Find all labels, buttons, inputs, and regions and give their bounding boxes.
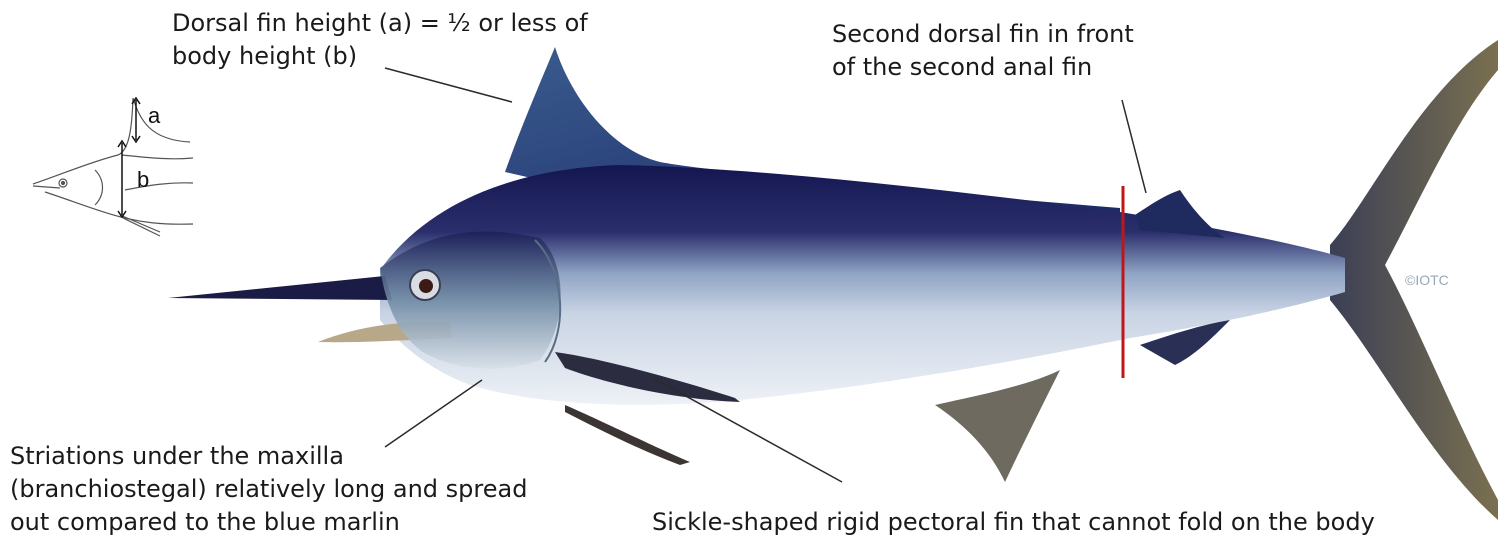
first-anal-fin [935, 370, 1060, 482]
bill [168, 276, 392, 300]
head [380, 232, 561, 369]
striations-label-line1: Striations under the maxilla [10, 440, 527, 473]
leader-second-dorsal [1122, 100, 1146, 193]
copyright-mark: ©IOTC [1405, 272, 1449, 288]
dorsal-fin-label-line2: body height (b) [172, 40, 588, 73]
inset-measure-arrows [118, 98, 140, 217]
second-dorsal-label-line2: of the second anal fin [832, 51, 1134, 84]
striations-label-line3: out compared to the blue marlin [10, 506, 527, 539]
leader-dorsal [385, 68, 512, 102]
inset-letter-b: b [137, 167, 149, 193]
dorsal-fin-label: Dorsal fin height (a) = ½ or less of bod… [172, 7, 588, 73]
inset-head-sketch [33, 98, 193, 236]
inset-letter-a: a [148, 103, 160, 129]
eye-pupil [419, 279, 433, 293]
second-dorsal-label-line1: Second dorsal fin in front [832, 18, 1134, 51]
dorsal-fin-label-line1: Dorsal fin height (a) = ½ or less of [172, 7, 588, 40]
striations-label-line2: (branchiostegal) relatively long and spr… [10, 473, 527, 506]
striations-label: Striations under the maxilla (branchiost… [10, 440, 527, 539]
pelvic-fin [565, 405, 690, 465]
leader-striations [385, 380, 482, 447]
second-dorsal-label: Second dorsal fin in front of the second… [832, 18, 1134, 84]
pectoral-fin-label: Sickle-shaped rigid pectoral fin that ca… [652, 506, 1375, 539]
pectoral-fin-label-line1: Sickle-shaped rigid pectoral fin that ca… [652, 506, 1375, 539]
